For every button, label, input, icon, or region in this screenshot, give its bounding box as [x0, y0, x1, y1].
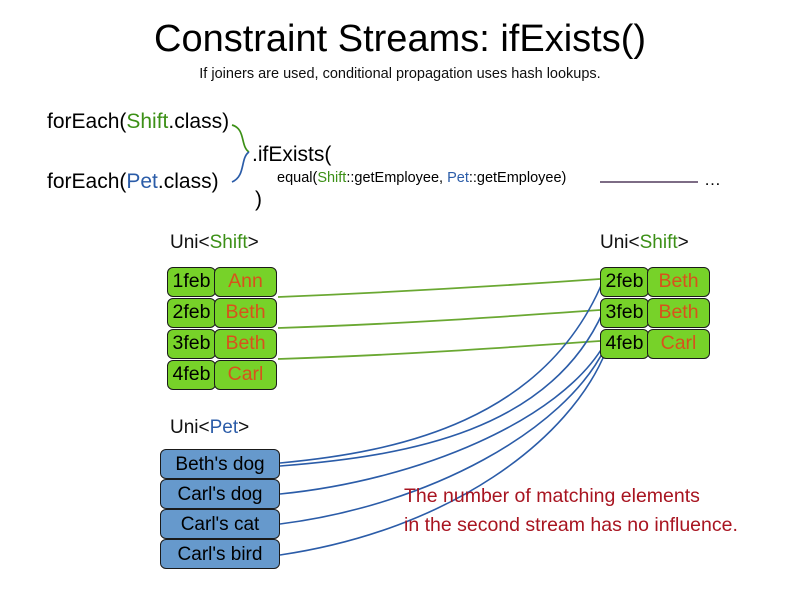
code-type-pet: Pet	[126, 170, 158, 193]
label-text: Uni<	[170, 417, 210, 438]
shift-name-cell: Ann	[214, 267, 277, 297]
brace-lower-blue	[231, 151, 250, 183]
shift-name-cell: Carl	[647, 329, 710, 359]
code-text: ::getEmployee,	[346, 170, 448, 186]
label-type-shift: Shift	[209, 232, 248, 253]
code-close-paren: )	[255, 188, 262, 211]
shift-name-cell: Beth	[214, 329, 277, 359]
code-for-each-shift: forEach(Shift.class)	[47, 110, 229, 134]
code-if-exists: .ifExists(	[252, 143, 332, 166]
shift-name-cell: Beth	[214, 298, 277, 328]
label-text: >	[677, 232, 689, 253]
shift-name-cell: Carl	[214, 360, 277, 390]
page-subtitle: If joiners are used, conditional propaga…	[199, 66, 601, 82]
code-type-shift: Shift	[126, 110, 169, 133]
link-pet-bethsdog-3feb	[279, 311, 604, 467]
brace-upper-green	[231, 124, 250, 153]
label-uni-shift-right: Uni<Shift>	[600, 232, 689, 254]
code-text: .class)	[157, 170, 219, 193]
link-shift-2feb	[277, 278, 601, 298]
green-match-links	[277, 278, 601, 360]
link-shift-3feb	[277, 309, 601, 329]
shift-name-cell: Beth	[647, 298, 710, 328]
continuation-line	[600, 181, 698, 183]
continuation-ellipsis: …	[704, 170, 721, 189]
code-text: equal(	[277, 170, 318, 186]
shift-date-cell: 2feb	[600, 267, 649, 297]
shift-date-cell: 3feb	[600, 298, 649, 328]
shift-date-cell: 4feb	[167, 360, 216, 390]
page-title: Constraint Streams: ifExists()	[154, 18, 646, 60]
label-text: Uni<	[600, 232, 640, 253]
shift-date-cell: 3feb	[167, 329, 216, 359]
code-text: ::getEmployee)	[468, 170, 567, 186]
code-text: forEach(	[47, 110, 127, 133]
code-type-pet: Pet	[447, 170, 469, 186]
label-text: >	[238, 417, 250, 438]
shift-date-cell: 2feb	[167, 298, 216, 328]
pet-cell: Carl's cat	[160, 509, 280, 539]
shift-name-cell: Beth	[647, 267, 710, 297]
pet-cell: Carl's bird	[160, 539, 280, 569]
code-text: forEach(	[47, 170, 127, 193]
code-text: .class)	[168, 110, 230, 133]
code-type-shift: Shift	[317, 170, 347, 186]
shift-date-cell: 1feb	[167, 267, 216, 297]
label-text: >	[247, 232, 259, 253]
link-pet-bethsdog-2feb	[279, 280, 604, 464]
shift-date-cell: 4feb	[600, 329, 649, 359]
code-for-each-pet: forEach(Pet.class)	[47, 170, 219, 194]
code-equal-joiner: equal(Shift::getEmployee, Pet::getEmploy…	[277, 170, 566, 186]
annotation-note: The number of matching elements in the s…	[404, 485, 738, 536]
pet-cell: Carl's dog	[160, 479, 280, 509]
label-text: Uni<	[170, 232, 210, 253]
label-type-pet: Pet	[209, 417, 239, 438]
pet-cell: Beth's dog	[160, 449, 280, 479]
label-type-shift: Shift	[639, 232, 678, 253]
label-uni-pet: Uni<Pet>	[170, 417, 249, 439]
link-pet-carlsdog-4feb	[279, 344, 605, 495]
label-uni-shift-left: Uni<Shift>	[170, 232, 259, 254]
link-shift-4feb	[277, 340, 601, 360]
